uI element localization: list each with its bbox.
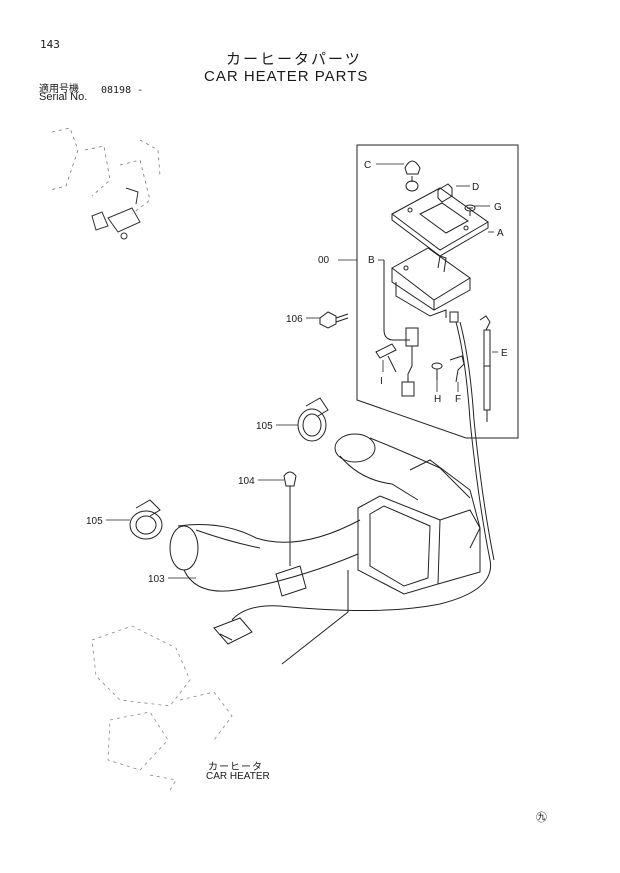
air-duct-upper — [334, 433, 481, 549]
duct-bracket — [275, 494, 307, 597]
caption-japanese: カーヒータ — [208, 762, 263, 773]
clamp-part-f — [449, 355, 465, 383]
hose-clamp-105-upper — [297, 397, 329, 442]
callout-c: C — [364, 160, 371, 171]
callout-106: 106 — [286, 314, 303, 325]
control-panel-group-outline — [356, 144, 519, 439]
footer-mark: ㊈ — [536, 811, 547, 824]
serial-number-value: 08198 - — [101, 85, 144, 96]
caption-leader-line — [281, 570, 349, 665]
callout-00: 00 — [318, 255, 330, 266]
air-duct-103 — [169, 519, 361, 592]
knob-part-c — [404, 160, 421, 192]
serial-label-japanese: 適用号機 — [39, 84, 79, 95]
callout-h: H — [434, 394, 441, 405]
machine-location-sketch-detail — [91, 187, 141, 240]
page-number: 143 — [40, 38, 60, 51]
screw-part-g — [464, 204, 476, 216]
terminal-part-i — [375, 343, 397, 373]
title-english: CAR HEATER PARTS — [204, 68, 369, 85]
callout-d: D — [472, 182, 479, 193]
callout-i: I — [380, 376, 383, 387]
hose-clamp-105-lower — [129, 499, 163, 540]
callout-f: F — [455, 394, 461, 405]
cap-part-d — [437, 183, 453, 203]
control-lever-plate — [391, 187, 489, 257]
control-cable-part-e — [479, 315, 491, 422]
heater-control-cable — [231, 321, 492, 621]
callout-g: G — [494, 202, 502, 213]
callout-104: 104 — [238, 476, 255, 487]
callout-105-lower: 105 — [86, 516, 103, 527]
bolt-106 — [319, 311, 349, 329]
serial-label-english: Serial No. — [39, 91, 88, 103]
heater-unit — [357, 495, 481, 595]
caption-english: CAR HEATER — [206, 771, 270, 782]
callout-105-upper: 105 — [256, 421, 273, 432]
callout-e: E — [501, 348, 508, 359]
machine-location-sketch-top — [49, 127, 161, 215]
heater-mount-connector — [213, 617, 253, 645]
clip-part-h — [431, 362, 443, 380]
leader-lines — [106, 163, 498, 579]
heater-control-cable-inner — [459, 321, 495, 561]
callout-b: B — [368, 255, 375, 266]
machine-location-sketch-bottom — [91, 625, 233, 791]
title-japanese: カーヒータパーツ — [226, 50, 362, 68]
callout-a: A — [497, 228, 504, 239]
bolt-104 — [283, 471, 297, 494]
control-bracket — [391, 247, 471, 323]
switch-wire-part-b — [383, 260, 419, 397]
callout-103: 103 — [148, 574, 165, 585]
